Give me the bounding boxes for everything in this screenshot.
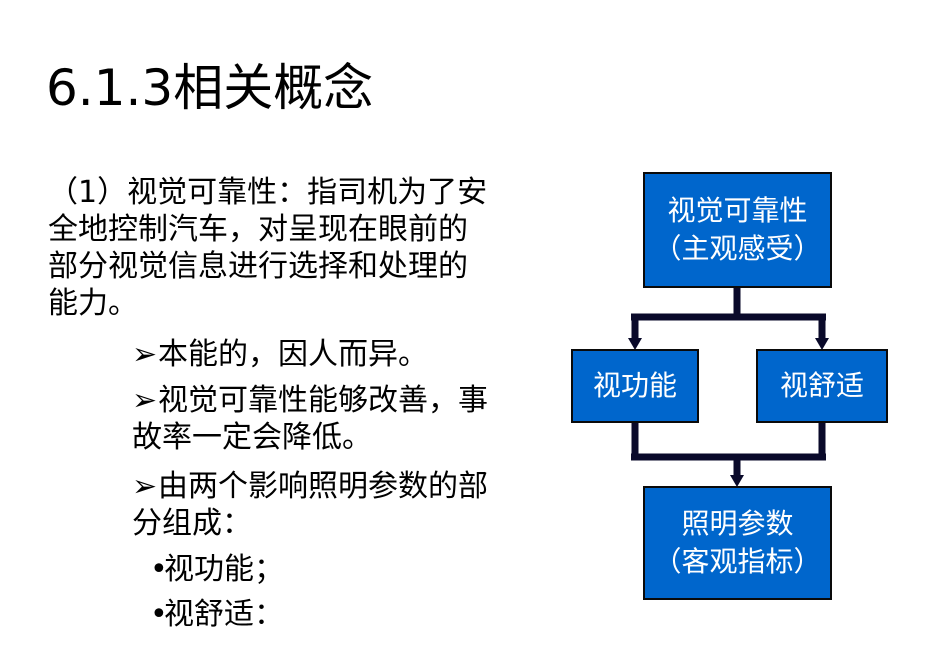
- bullet-improve: ➢视觉可靠性能够改善，事 故率一定会降低。: [132, 382, 488, 456]
- bullet-text: 本能的，因人而异。: [158, 337, 428, 372]
- slide-title: 6.1.3相关概念: [46, 59, 374, 117]
- box-label: 视舒适: [779, 369, 864, 402]
- arrow-bullet-icon: ➢: [132, 383, 158, 418]
- arrow-down-icon: [730, 475, 744, 487]
- bullet-components: ➢由两个影响照明参数的部 分组成：: [132, 468, 488, 542]
- flow-box-visual-reliability: 视觉可靠性 （主观感受）: [643, 172, 832, 288]
- box-sublabel: （主观感受）: [653, 232, 822, 265]
- arrow-bullet-icon: ➢: [132, 337, 158, 372]
- bullet-text: 故率一定会降低。: [132, 420, 372, 455]
- arrow-down-icon: [628, 338, 642, 350]
- box-label: 视觉可靠性: [667, 194, 808, 227]
- sub-bullet-visual-comfort: •视舒适：: [150, 596, 284, 633]
- paragraph-line: 全地控制汽车，对呈现在眼前的: [48, 212, 468, 247]
- flow-box-visual-comfort: 视舒适: [756, 349, 888, 423]
- definition-paragraph: （1）视觉可靠性：指司机为了安 全地控制汽车，对呈现在眼前的 部分视觉信息进行选…: [48, 174, 487, 322]
- bullet-text: 视觉可靠性能够改善，事: [158, 383, 488, 418]
- box-label: 视功能: [592, 369, 677, 402]
- box-sublabel: （客观指标）: [653, 545, 822, 578]
- paragraph-line: （1）视觉可靠性：指司机为了安: [48, 175, 488, 210]
- box-label: 照明参数: [681, 507, 794, 540]
- flow-box-visual-function: 视功能: [571, 349, 699, 423]
- bullet-instinct: ➢本能的，因人而异。: [132, 336, 428, 373]
- dot-bullet-icon: •: [150, 597, 168, 632]
- dot-bullet-icon: •: [150, 552, 168, 587]
- bullet-text: 分组成：: [132, 506, 252, 541]
- arrow-bullet-icon: ➢: [132, 469, 158, 504]
- paragraph-line: 能力。: [48, 286, 138, 321]
- sub-bullet-text: 视功能；: [164, 552, 284, 587]
- bullet-text: 由两个影响照明参数的部: [158, 469, 488, 504]
- flow-box-lighting-parameters: 照明参数 （客观指标）: [643, 486, 832, 600]
- sub-bullet-text: 视舒适：: [164, 597, 284, 632]
- sub-bullet-visual-function: •视功能；: [150, 551, 284, 588]
- arrow-down-icon: [815, 338, 829, 350]
- paragraph-line: 部分视觉信息进行选择和处理的: [48, 249, 468, 284]
